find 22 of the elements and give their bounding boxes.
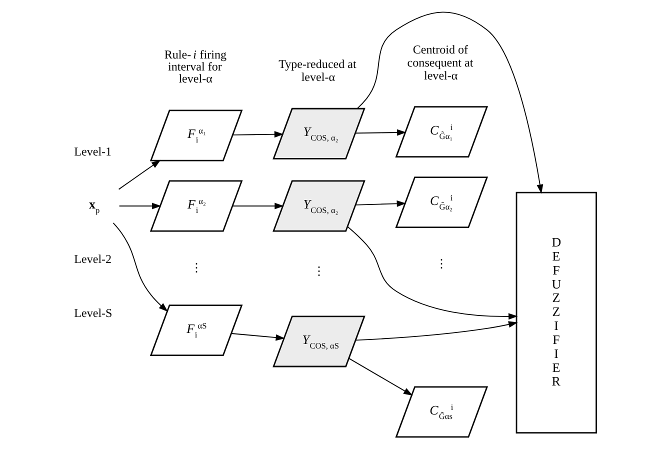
arrow: [356, 12, 544, 194]
label: Type-reduced at level-α: [278, 57, 356, 84]
label: ⋮: [190, 260, 202, 274]
label: Level-S: [74, 306, 112, 320]
node-box: DEFUZZIFIER: [516, 192, 597, 434]
arrow: [232, 131, 284, 138]
label: Level-2: [74, 252, 112, 266]
arrow: [118, 202, 162, 210]
arrow: [355, 200, 406, 207]
arrow: [355, 321, 518, 341]
label: Centroid of consequent at level-α: [407, 42, 474, 82]
label: ⋮: [312, 264, 325, 278]
arrow: [112, 222, 168, 312]
label: Rule-i firing interval for level-α: [164, 47, 227, 86]
arrow: [347, 226, 518, 320]
arrow: [348, 358, 413, 396]
arrow: [231, 333, 286, 341]
arrow: [232, 202, 284, 210]
arrow: [118, 160, 161, 190]
label: Level-1: [74, 144, 112, 158]
label: ⋮: [436, 256, 448, 271]
arrow: [355, 129, 406, 136]
